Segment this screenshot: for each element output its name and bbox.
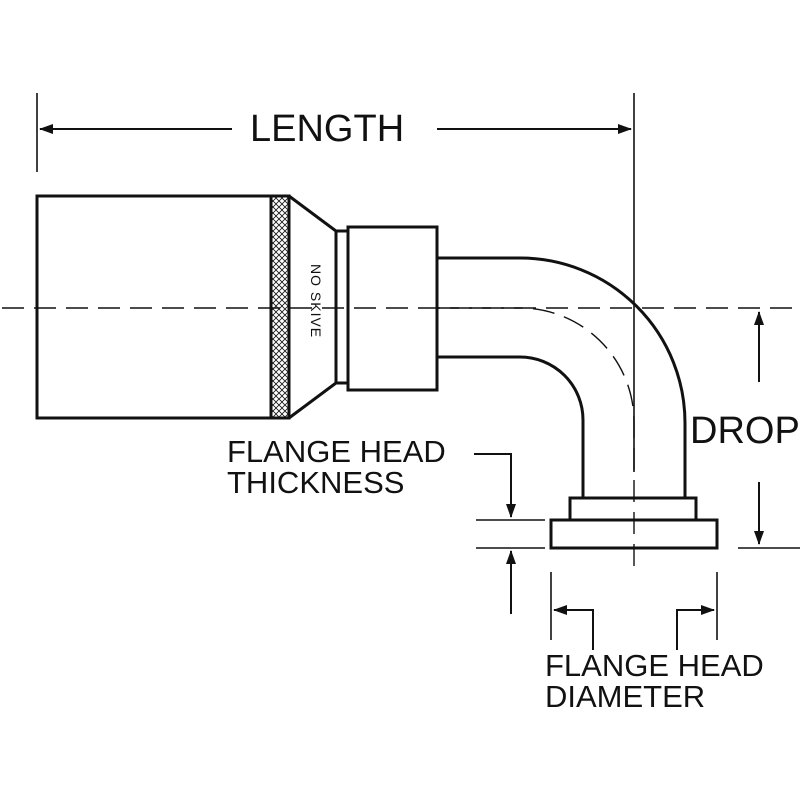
diameter-arrow-right: [676, 605, 715, 650]
flange-step: [568, 496, 698, 522]
thickness-arrow-down: [474, 453, 516, 518]
length-label: LENGTH: [250, 108, 405, 150]
diameter-label-line-2: DIAMETER: [545, 679, 706, 714]
diameter-arrow-left: [553, 605, 594, 650]
flange-head-diameter-label: FLANGE HEAD DIAMETER: [545, 650, 764, 712]
flange-head-thickness-label: FLANGE HEAD THICKNESS: [227, 436, 446, 498]
thickness-label-line-2: THICKNESS: [227, 465, 405, 500]
diameter-label-line-1: FLANGE HEAD: [545, 648, 764, 683]
drop-label: DROP: [690, 410, 800, 452]
elbow-inner: [437, 355, 585, 498]
elbow-outer: [437, 256, 687, 498]
knurled-band: [269, 194, 291, 420]
thickness-label-line-1: FLANGE HEAD: [227, 434, 446, 469]
socket-body: [35, 194, 273, 420]
collar: [334, 229, 350, 385]
no-skive-label: NO SKIVE: [308, 264, 324, 339]
elbow-centerline: [437, 307, 635, 572]
